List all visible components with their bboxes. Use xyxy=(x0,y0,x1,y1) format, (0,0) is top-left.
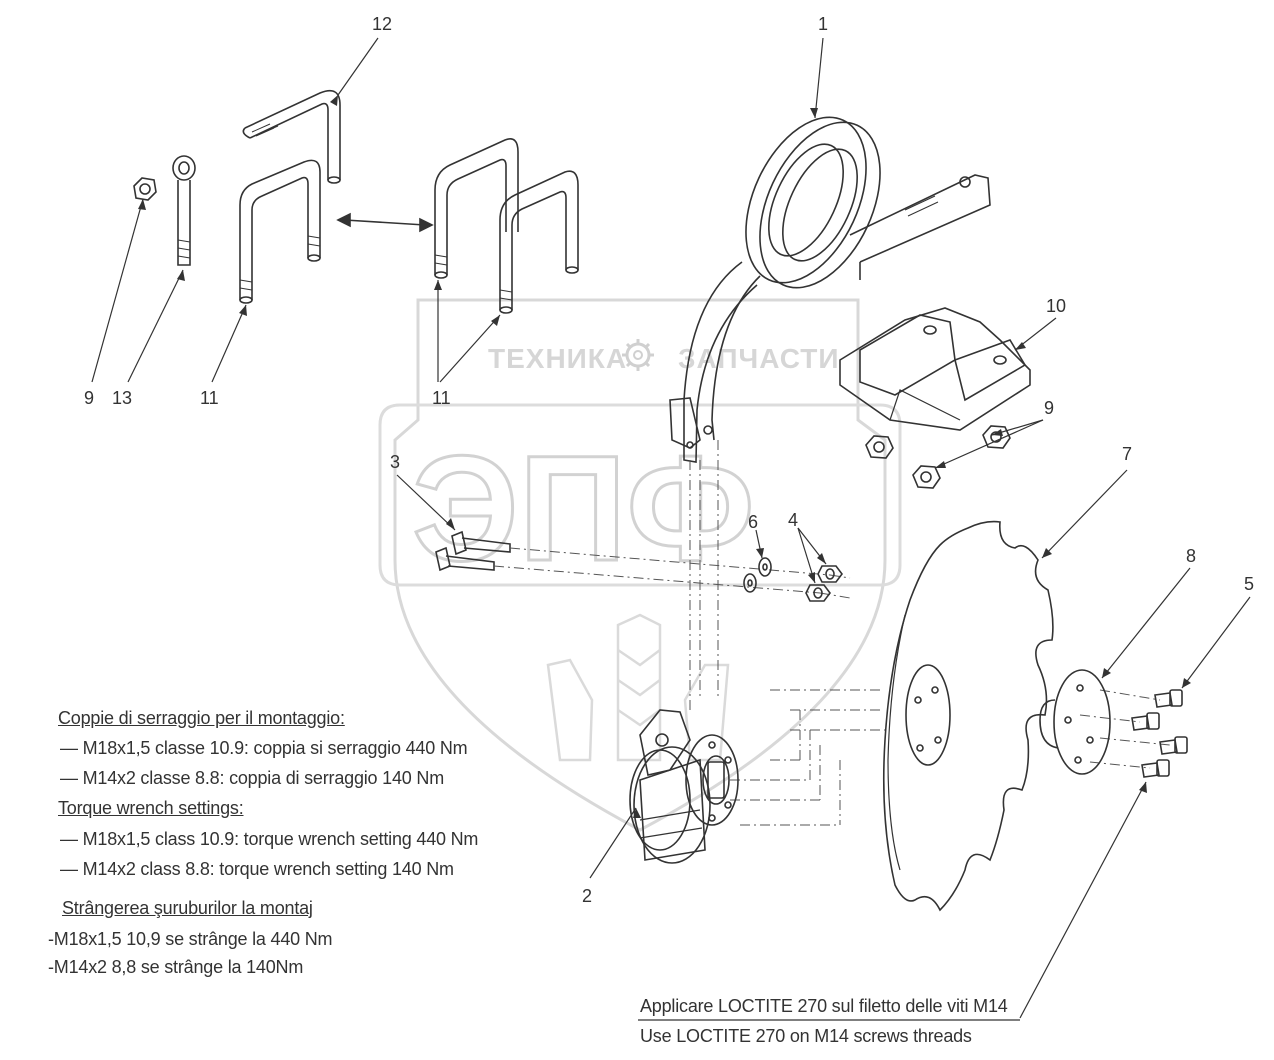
callout-3: 3 xyxy=(390,452,400,472)
callout-9-left: 9 xyxy=(84,388,94,408)
callout-2: 2 xyxy=(582,886,592,906)
torque-heading-ro: Strângerea şuruburilor la montaj xyxy=(62,898,313,918)
part-10-clamp-block xyxy=(839,307,1031,431)
callout-10: 10 xyxy=(1046,296,1066,316)
torque-line-en-1: — M18x1,5 class 10.9: torque wrench sett… xyxy=(60,829,479,849)
leader-arrowheads xyxy=(138,95,1191,818)
callout-11-left: 11 xyxy=(200,388,219,408)
watermark-left-text: ТЕХНИКА xyxy=(488,343,627,374)
callout-12: 12 xyxy=(372,14,392,34)
part-4-nuts xyxy=(805,565,843,602)
watermark-right-text: ЗАПЧАСТИ xyxy=(678,343,839,374)
part-9-nuts-right xyxy=(865,425,1011,489)
part-13-eye-bolt xyxy=(172,155,196,266)
callout-5: 5 xyxy=(1244,574,1254,594)
torque-line-ro-1: -M18x1,5 10,9 se strânge la 440 Nm xyxy=(48,929,333,949)
callout-11-right: 11 xyxy=(432,388,451,408)
torque-line-it-1: — M18x1,5 classe 10.9: coppia si serragg… xyxy=(60,738,468,758)
callout-9-right: 9 xyxy=(1044,398,1054,418)
torque-heading-it: Coppie di serraggio per il montaggio: xyxy=(58,708,345,728)
callout-8: 8 xyxy=(1186,546,1196,566)
part-5-bolts xyxy=(1131,689,1188,778)
part-2-hub xyxy=(629,709,739,864)
torque-heading-en: Torque wrench settings: xyxy=(58,798,244,818)
part-11-u-bolt-left xyxy=(239,159,321,304)
watermark-big-text: ЭПФ xyxy=(412,424,755,592)
watermark-wheat xyxy=(546,613,730,762)
watermark-shield xyxy=(393,298,887,832)
part-1-spring-tine xyxy=(669,116,991,463)
callout-1: 1 xyxy=(818,14,828,34)
torque-line-ro-2: -M14x2 8,8 se strânge la 140Nm xyxy=(48,957,304,977)
watermark-band xyxy=(378,403,902,587)
part-6-washers xyxy=(743,557,772,593)
callout-numbers: 12 1 9 13 11 11 10 9 7 3 6 4 8 5 2 xyxy=(84,14,1254,906)
part-12-u-bolt xyxy=(242,89,341,184)
torque-line-en-2: — M14x2 class 8.8: torque wrench setting… xyxy=(60,859,454,879)
leader-lines xyxy=(91,37,1251,1021)
swap-double-arrow xyxy=(336,212,434,233)
callout-7: 7 xyxy=(1122,444,1132,464)
gear-icon xyxy=(622,339,654,371)
callout-4: 4 xyxy=(788,510,798,530)
part-9-nut-left xyxy=(133,177,157,201)
part-8-flange-plate xyxy=(1039,669,1111,775)
callout-13: 13 xyxy=(112,388,132,408)
callout-6: 6 xyxy=(748,512,758,532)
assembly-lines xyxy=(493,440,1171,826)
loctite-note-en: Use LOCTITE 270 on M14 screws threads xyxy=(640,1026,972,1046)
part-11-u-bolts-right xyxy=(434,138,579,314)
part-7-disc xyxy=(882,520,1054,912)
torque-line-it-2: — M14x2 classe 8.8: coppia di serraggio … xyxy=(60,768,444,788)
loctite-note-it: Applicare LOCTITE 270 sul filetto delle … xyxy=(640,996,1008,1016)
